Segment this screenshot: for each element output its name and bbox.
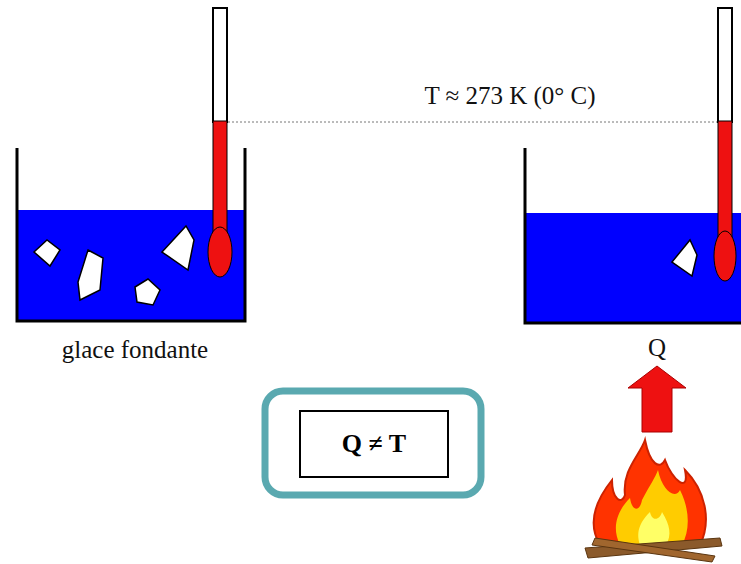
thermometer-tube	[718, 8, 732, 122]
heat-arrow	[628, 366, 686, 432]
ice-cube	[672, 240, 697, 276]
thermometer-column	[718, 121, 732, 246]
beaker	[17, 148, 245, 321]
temperature-label: T ≈ 273 K (0° C)	[424, 82, 595, 110]
beaker	[525, 148, 741, 323]
thermometer-bulb	[714, 231, 736, 281]
flame	[585, 440, 722, 562]
beaker-label: glace fondante	[62, 336, 208, 364]
thermometer-bulb	[208, 227, 232, 277]
heat-label: Q	[648, 334, 666, 362]
level-line	[228, 122, 720, 123]
thermometer-column	[213, 121, 227, 241]
thermometer-tube	[213, 8, 227, 122]
highlight-frame	[265, 391, 481, 495]
ice-cubes	[34, 226, 194, 305]
water	[17, 210, 245, 321]
statement-text: Q ≠ T	[342, 429, 406, 459]
statement-box: Q ≠ T	[299, 410, 449, 478]
water	[525, 213, 741, 323]
